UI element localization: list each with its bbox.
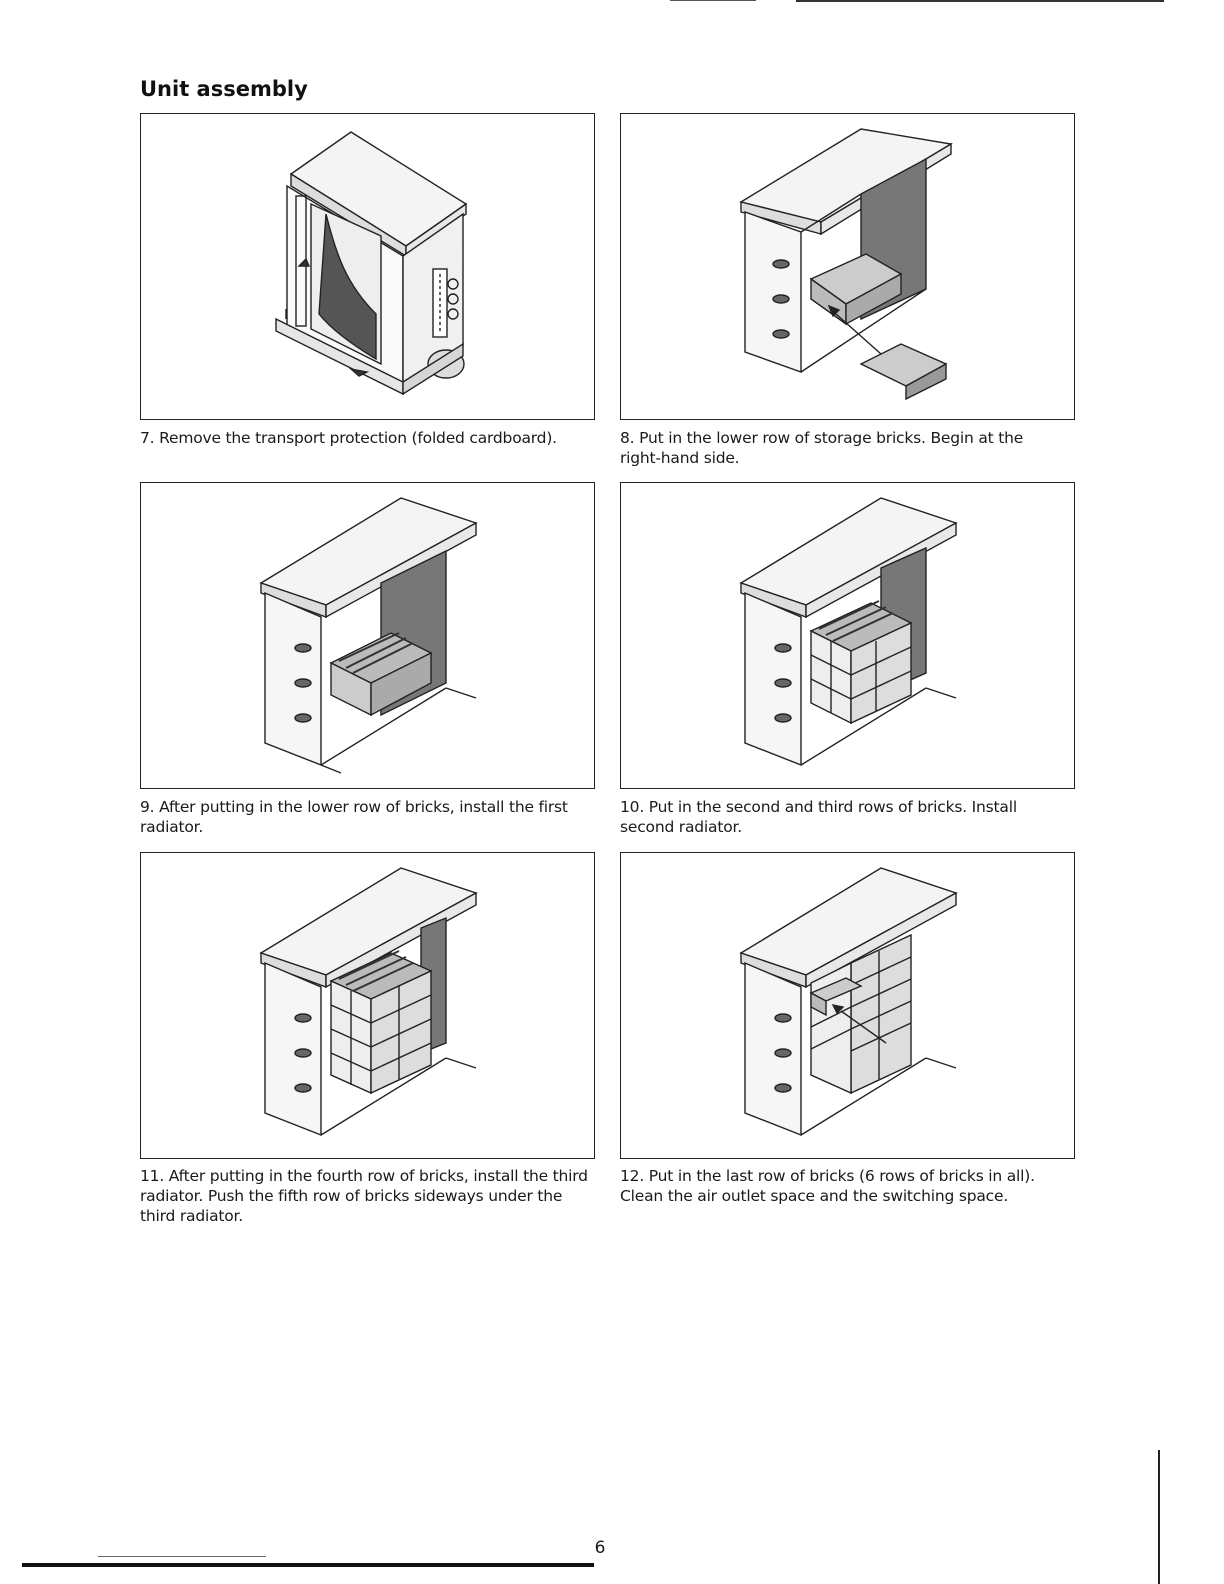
heater-last-row-illustration: [739, 867, 958, 1137]
figure-step-10: [620, 482, 1075, 789]
heater-third-radiator-illustration: [259, 867, 478, 1137]
caption-step-11: 11. After putting in the fourth row of b…: [140, 1167, 588, 1225]
figure-step-11: [140, 852, 595, 1159]
top-rule-long: [796, 0, 1164, 2]
heater-cardboard-illustration: [275, 131, 468, 396]
figure-step-8: [620, 113, 1075, 420]
page-title: Unit assembly: [140, 77, 308, 101]
caption-step-9: 9. After putting in the lower row of bri…: [140, 798, 568, 836]
bottom-rule-thick: [22, 1563, 594, 1567]
heater-lower-row-illustration: [739, 128, 953, 401]
figure-step-7: [140, 113, 595, 420]
heater-second-radiator-illustration: [739, 497, 958, 767]
right-margin-rule: [1158, 1450, 1160, 1584]
bottom-rule-thin: [98, 1556, 266, 1557]
heater-first-radiator-illustration: [259, 497, 478, 774]
figure-step-9: [140, 482, 595, 789]
page-number: 6: [594, 1538, 606, 1558]
caption-step-8: 8. Put in the lower row of storage brick…: [620, 429, 1024, 467]
figure-step-12: [620, 852, 1075, 1159]
caption-step-7: 7. Remove the transport protection (fold…: [140, 429, 557, 447]
caption-step-12: 12. Put in the last row of bricks (6 row…: [620, 1167, 1035, 1205]
caption-step-10: 10. Put in the second and third rows of …: [620, 798, 1017, 836]
top-rule-short: [670, 0, 756, 1]
